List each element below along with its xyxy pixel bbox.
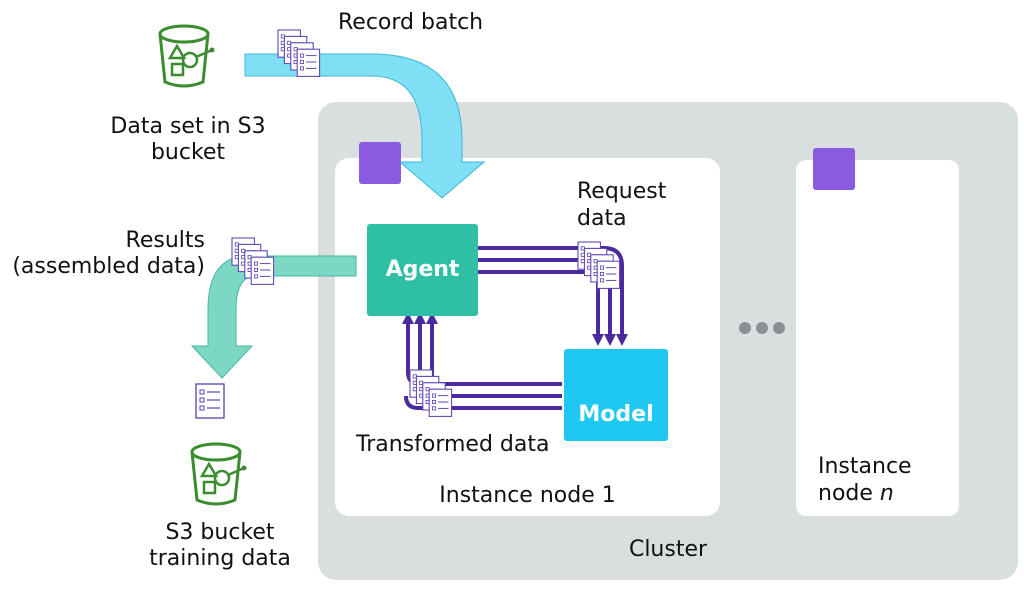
data-set-label-line1: Data set in S3 xyxy=(110,114,266,139)
instance-node-n-label-line2: node n xyxy=(818,480,894,508)
instance-node-n xyxy=(796,160,959,516)
instance-node-1-label: Instance node 1 xyxy=(439,483,616,508)
ellipsis-icon xyxy=(739,322,785,334)
node-n-marker xyxy=(813,148,855,190)
request-data-label-line1: Request xyxy=(577,179,667,204)
record-batch-label: Record batch xyxy=(338,10,484,35)
results-arrow xyxy=(190,255,357,379)
s3-training-label-line2: training data xyxy=(149,546,291,571)
document-icon xyxy=(195,383,225,419)
transform-arrowheads xyxy=(402,312,438,324)
instance-node-1 xyxy=(335,158,720,516)
model-label: Model xyxy=(578,402,654,427)
results-label-line2: (assembled data) xyxy=(12,254,205,279)
node-1-marker xyxy=(359,142,401,184)
record-batch-arrow xyxy=(244,53,486,199)
request-data-label-line2: data xyxy=(577,206,627,231)
request-arrowheads xyxy=(592,334,628,346)
cluster-label: Cluster xyxy=(628,537,708,562)
data-set-label-line2: bucket xyxy=(150,140,226,165)
transformed-data-label: Transformed data xyxy=(356,432,550,457)
agent-label: Agent xyxy=(385,257,460,282)
source-bucket-icon xyxy=(158,24,216,88)
instance-node-n-label-line1: Instance xyxy=(818,454,912,479)
target-bucket-icon xyxy=(190,442,248,506)
agent-box xyxy=(367,224,478,316)
instance-node-n-prefix: node xyxy=(818,481,880,506)
model-box xyxy=(564,349,668,441)
results-label-line1: Results xyxy=(125,228,205,253)
instance-node-n-italic: n xyxy=(879,481,894,506)
s3-training-label-line1: S3 bucket xyxy=(165,520,275,545)
